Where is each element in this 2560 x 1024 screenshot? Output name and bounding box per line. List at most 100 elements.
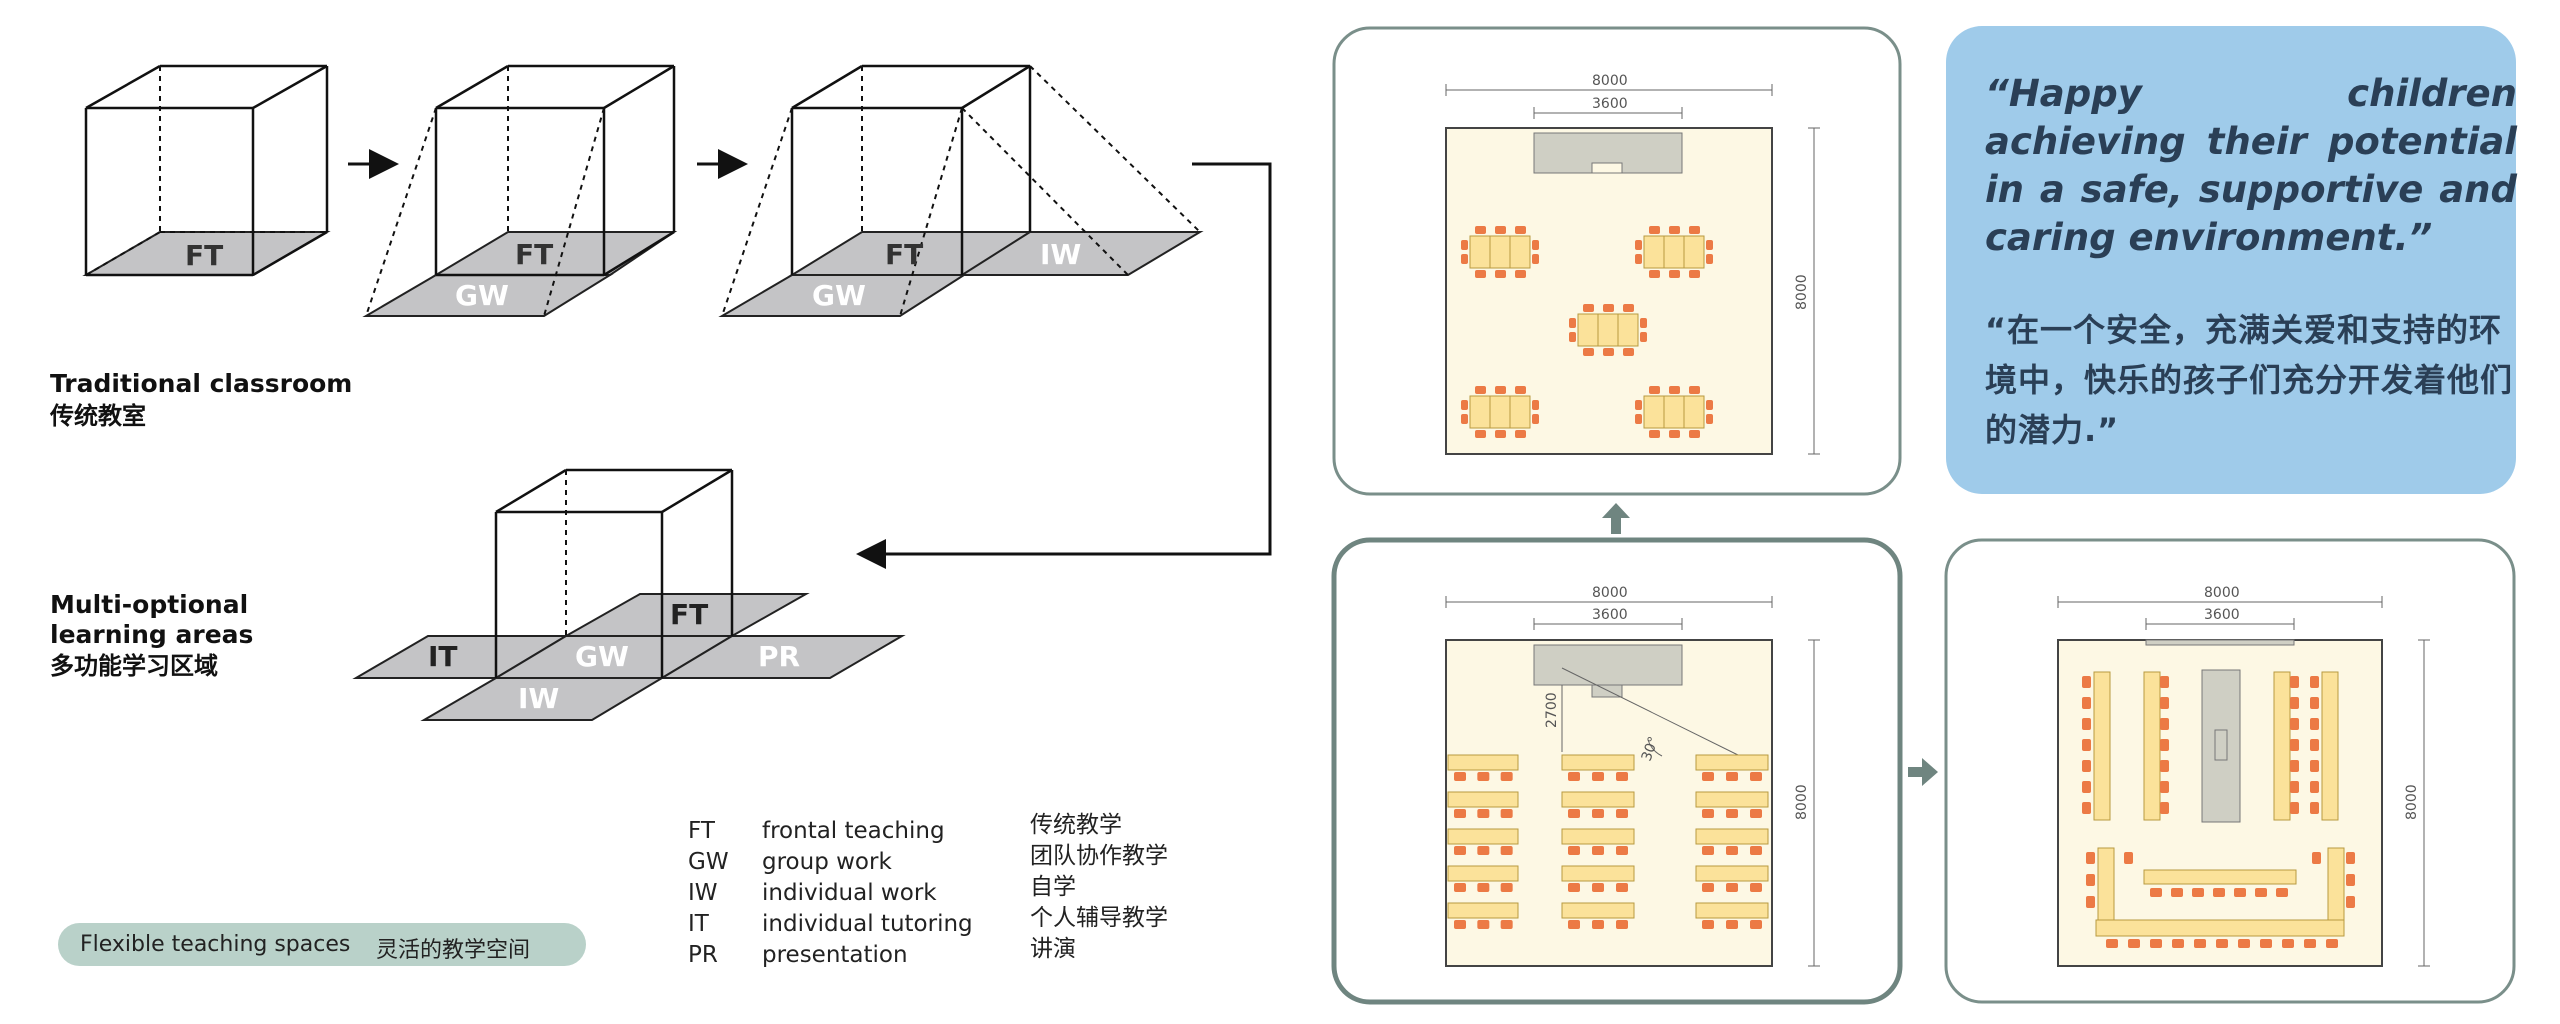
chair: [1495, 430, 1506, 438]
chair: [1532, 414, 1539, 424]
floorplan-groups: 8000 3600 8000: [1445, 73, 1820, 455]
chair: [2310, 676, 2319, 688]
chair: [2276, 888, 2288, 897]
chair: [2192, 888, 2204, 897]
chair: [2290, 739, 2299, 751]
chair: [1616, 846, 1628, 855]
chair: [1454, 920, 1466, 929]
cube-back-face: [160, 66, 327, 232]
chair: [2150, 888, 2162, 897]
chair: [1649, 430, 1660, 438]
chair: [1750, 846, 1762, 855]
chair: [1569, 318, 1576, 328]
floor-label-ft: FT: [885, 238, 923, 271]
desk-row: [1695, 902, 1769, 919]
floor-label-ft: FT: [515, 238, 553, 271]
group-table: [1469, 395, 1531, 429]
chair: [1568, 920, 1580, 929]
chair: [1635, 240, 1642, 250]
chair: [1640, 332, 1647, 342]
chair: [2086, 852, 2095, 864]
dim-height: 8000: [1794, 784, 1810, 820]
legend-zh-1: 团队协作教学: [1030, 843, 1168, 869]
dim-angle: 30°: [1639, 735, 1663, 764]
multi-label-line1: Multi-optional: [50, 590, 248, 619]
chair: [1706, 240, 1713, 250]
floor-label-it: IT: [428, 640, 458, 673]
desk-column: [2093, 671, 2111, 821]
dim-width: 8000: [2204, 585, 2240, 601]
chair: [1568, 772, 1580, 781]
chair: [1495, 386, 1506, 394]
chair: [1461, 240, 1468, 250]
chair: [1477, 846, 1490, 855]
chair: [1461, 254, 1468, 264]
legend-en-3: individual tutoring: [762, 911, 973, 937]
desk-row: [1695, 828, 1769, 845]
desk-u-left: [2097, 847, 2115, 921]
chair: [1623, 348, 1634, 356]
floor-label-gw: GW: [455, 279, 509, 312]
floor-ft: [562, 593, 810, 637]
chair: [1515, 430, 1526, 438]
desk-row: [1561, 865, 1635, 882]
floor-pr: [658, 635, 906, 679]
desk-row: [1695, 754, 1769, 771]
chair: [1750, 920, 1762, 929]
chair: [1454, 809, 1466, 818]
chair: [2310, 760, 2319, 772]
chair: [2124, 852, 2133, 864]
arrow-up-icon: [1602, 503, 1630, 534]
chair: [1603, 348, 1614, 356]
chair: [1568, 809, 1580, 818]
chair: [1669, 430, 1680, 438]
desk-row: [1561, 754, 1635, 771]
chair: [1649, 386, 1660, 394]
chair: [1603, 304, 1614, 312]
chair: [1726, 920, 1738, 929]
chair: [2238, 939, 2250, 948]
chair: [1649, 270, 1660, 278]
chair: [2128, 939, 2140, 948]
chair: [1592, 920, 1604, 929]
chair: [2160, 781, 2169, 793]
chair: [2171, 888, 2183, 897]
chair: [2310, 739, 2319, 751]
chair: [1689, 226, 1700, 234]
group-table: [1469, 235, 1531, 269]
chair: [1477, 883, 1490, 892]
chair: [2290, 676, 2299, 688]
chair: [1702, 920, 1714, 929]
quote-english: “Happy children achieving their potentia…: [1985, 72, 2517, 259]
chair: [2290, 760, 2299, 772]
legend-en-0: frontal teaching: [762, 818, 945, 844]
chair: [2160, 676, 2169, 688]
chair: [2234, 888, 2246, 897]
chair: [1750, 772, 1762, 781]
desk-column: [2273, 671, 2291, 821]
chair: [2086, 874, 2095, 886]
group-table: [1643, 235, 1705, 269]
quote-panel: [1946, 26, 2516, 494]
legend-zh-4: 讲演: [1030, 936, 1076, 962]
cube-with-group-work: FT GW: [362, 64, 678, 317]
floor-label-iw: IW: [518, 682, 559, 715]
chair: [1532, 240, 1539, 250]
teacher-desk: [2145, 639, 2295, 646]
chair: [2082, 781, 2091, 793]
chair: [1532, 400, 1539, 410]
chair: [1669, 226, 1680, 234]
chair: [1477, 809, 1490, 818]
chair: [1592, 883, 1604, 892]
chair: [2346, 852, 2355, 864]
chair: [2160, 802, 2169, 814]
chair: [1689, 430, 1700, 438]
legend-zh-0: 传统教学: [1030, 812, 1122, 838]
chair: [1500, 883, 1513, 892]
desk-row: [1447, 828, 1519, 845]
traditional-label-zh: 传统教室: [49, 402, 146, 430]
floor-label-pr: PR: [758, 640, 800, 673]
chair: [2290, 802, 2299, 814]
desk-row: [1561, 828, 1635, 845]
